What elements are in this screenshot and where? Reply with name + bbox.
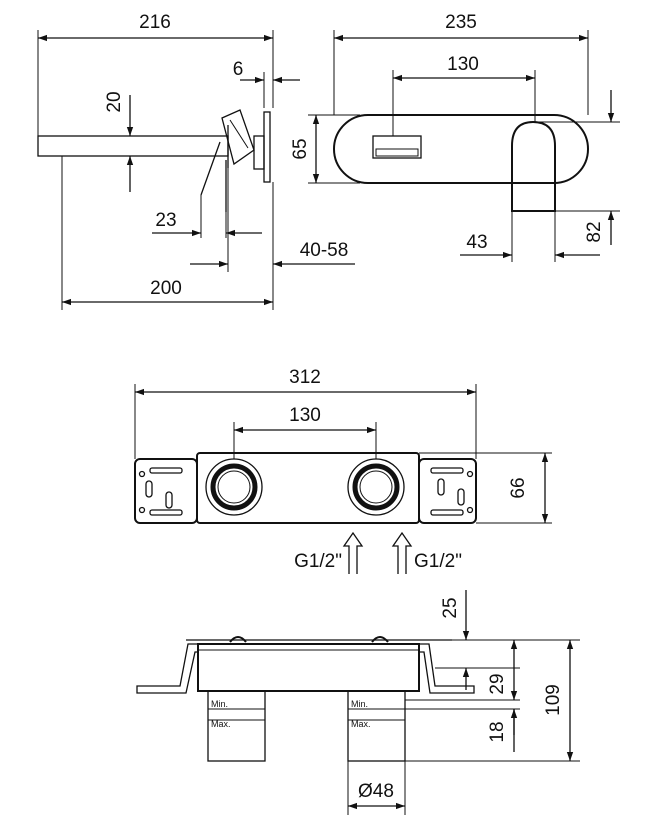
dim-66: 66 — [508, 477, 529, 498]
wall-flange — [263, 111, 271, 183]
right-pipe — [347, 690, 406, 762]
right-bracket — [418, 458, 477, 524]
dim-25: 25 — [440, 597, 461, 618]
inlet-arrow-left — [342, 531, 364, 574]
dim-216: 216 — [139, 12, 171, 33]
dim-20: 20 — [104, 91, 125, 112]
right-inlet-ring — [352, 463, 400, 511]
dim-312: 312 — [289, 367, 321, 388]
right-inlet-inner — [359, 470, 393, 504]
left-mounting-tab — [136, 643, 198, 694]
lever-front — [511, 120, 556, 212]
dim-235: 235 — [445, 12, 477, 33]
min-label-right: Min. — [351, 699, 368, 709]
dim-130-body: 130 — [289, 405, 321, 426]
top-clip-left — [229, 636, 247, 643]
left-pipe — [207, 690, 266, 762]
valve-body-side — [197, 643, 420, 692]
dim-18: 18 — [487, 721, 508, 742]
dim-200: 200 — [150, 278, 182, 299]
body-side-view: Min. Max. Min. Max. 25 29 18 109 Ø48 — [136, 590, 580, 815]
side-view: 216 6 20 23 40-58 200 — [37, 12, 355, 310]
right-mounting-tab — [419, 643, 475, 694]
spout — [37, 135, 229, 157]
dim-6: 6 — [233, 59, 244, 80]
left-inlet-ring — [210, 463, 258, 511]
dim-40-58: 40-58 — [300, 240, 349, 261]
dim-82: 82 — [584, 221, 605, 242]
top-clip-right — [371, 636, 389, 643]
lever-detail — [229, 119, 249, 149]
max-label-right: Max. — [351, 719, 371, 729]
max-label-left: Max. — [211, 719, 231, 729]
inlet-label-right: G1/2" — [414, 551, 462, 572]
dim-29: 29 — [487, 673, 508, 694]
spout-outlet-inner — [375, 148, 419, 157]
dim-109: 109 — [543, 684, 564, 716]
front-view: 235 130 65 43 82 — [290, 12, 620, 262]
wall-plate — [253, 135, 265, 170]
cover-plate — [333, 114, 589, 184]
left-inlet-inner — [217, 470, 251, 504]
min-label-left: Min. — [211, 699, 228, 709]
dim-65: 65 — [290, 138, 311, 159]
spout-outlet — [372, 135, 422, 159]
dim-23: 23 — [155, 210, 176, 231]
inlet-arrow-right — [391, 531, 413, 574]
inlet-label-left: G1/2" — [294, 551, 342, 572]
dim-130-front: 130 — [447, 54, 479, 75]
valve-body — [196, 452, 420, 524]
dim-43: 43 — [466, 232, 487, 253]
body-top-view: 312 130 66 G1/2" G1/2" — [134, 367, 552, 574]
handle — [200, 141, 221, 196]
dim-diameter-48: Ø48 — [358, 781, 394, 802]
